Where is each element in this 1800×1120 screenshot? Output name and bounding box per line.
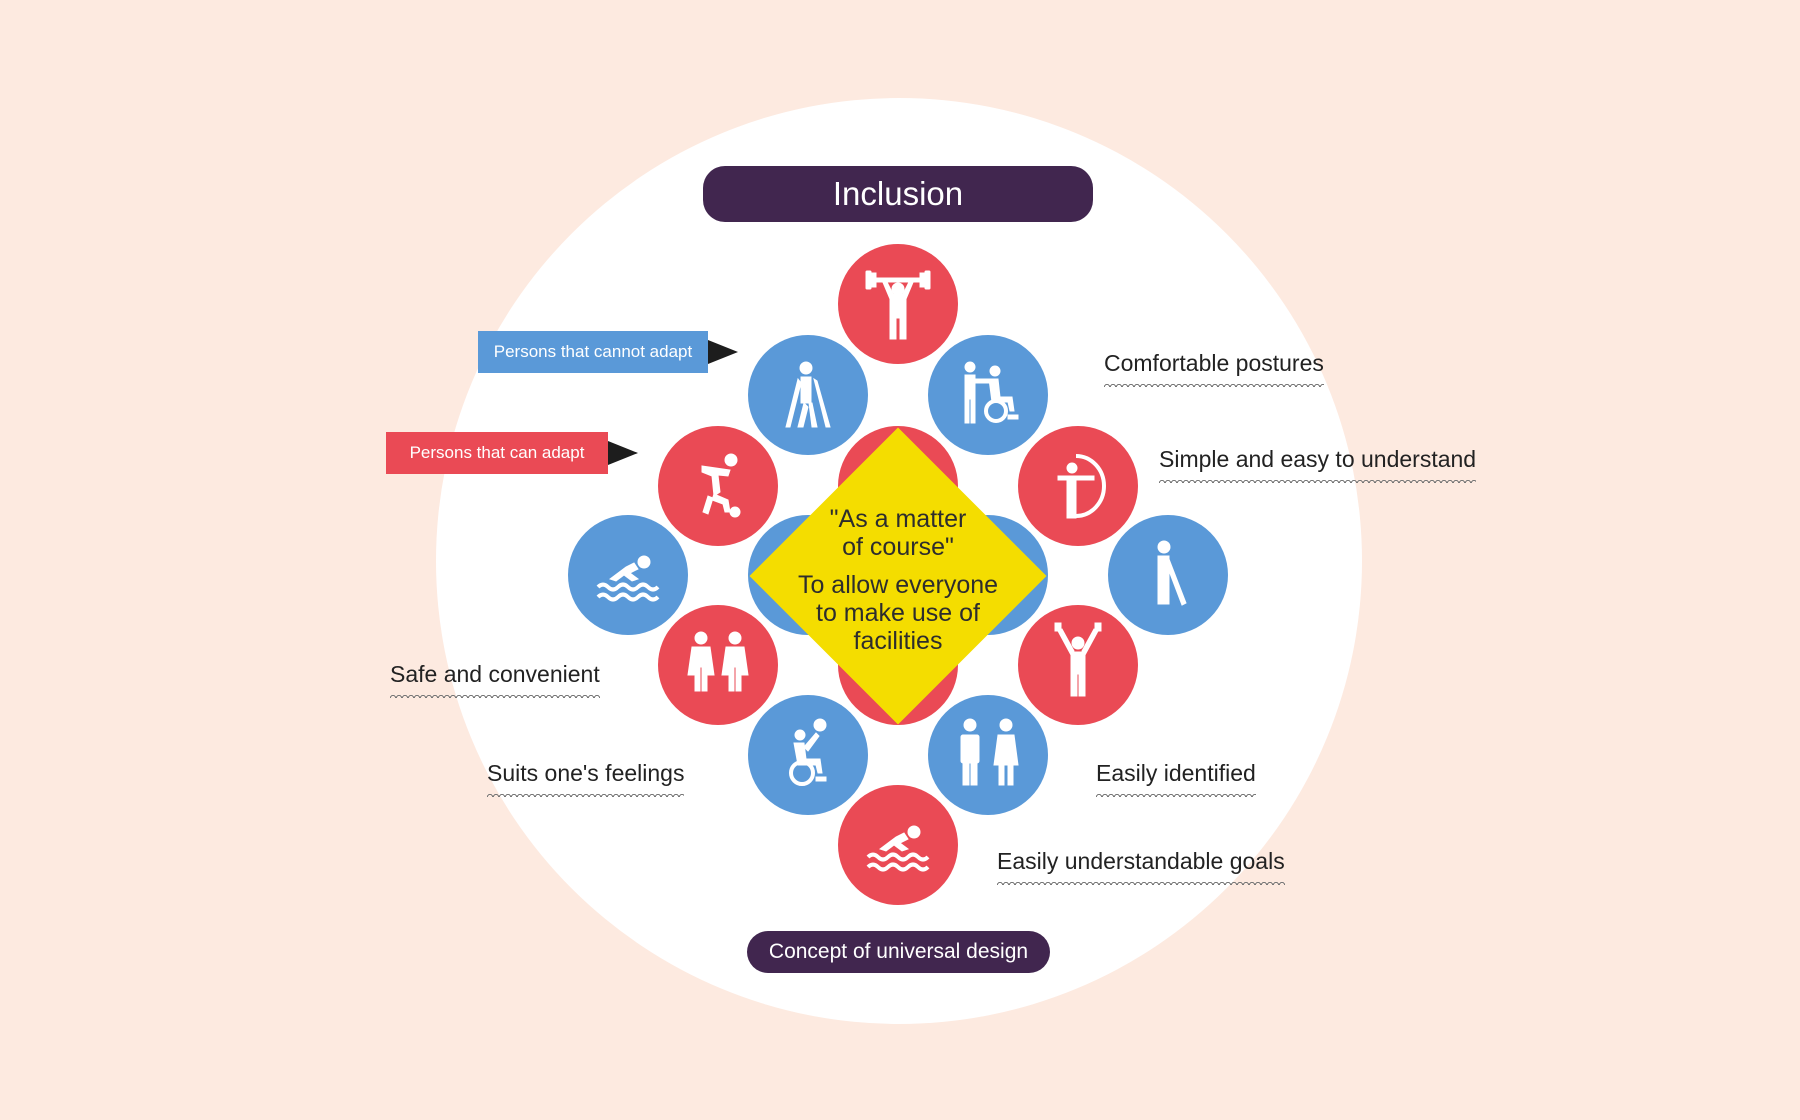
wheelchair-ball-icon xyxy=(748,695,868,815)
label-safe-convenient: Safe and convenient xyxy=(390,661,600,698)
title-pill: Inclusion xyxy=(703,166,1093,222)
archer-icon xyxy=(1018,426,1138,546)
center-line-1: "As a matter xyxy=(829,505,967,533)
center-line-3: To allow everyone xyxy=(797,571,999,599)
center-line-4: to make use of xyxy=(816,599,980,627)
center-line-2: of course" xyxy=(842,533,954,561)
label-easily-understandable-goals: Easily understandable goals xyxy=(997,848,1285,885)
center-statement: "As a matter of course" To allow everyon… xyxy=(748,505,1048,655)
restroom-man-woman-icon xyxy=(928,695,1048,815)
label-comfortable-postures: Comfortable postures xyxy=(1104,350,1324,387)
swimmer-icon xyxy=(568,515,688,635)
legend-can-adapt: Persons that can adapt xyxy=(386,432,608,474)
legend-can-arrow xyxy=(608,441,638,465)
legend-cannot-adapt: Persons that cannot adapt xyxy=(478,331,708,373)
center-line-5: facilities xyxy=(853,627,943,655)
label-suits-feelings: Suits one's feelings xyxy=(487,760,685,797)
crutches-person-icon xyxy=(748,335,868,455)
weightlifter-icon xyxy=(838,244,958,364)
soccer-player-icon xyxy=(658,426,778,546)
restroom-women-icon xyxy=(658,605,778,725)
legend-cannot-arrow xyxy=(708,340,738,364)
footer-pill: Concept of universal design xyxy=(747,931,1050,973)
label-easily-identified: Easily identified xyxy=(1096,760,1256,797)
wheelchair-assist-icon xyxy=(928,335,1048,455)
cheering-person-icon xyxy=(1018,605,1138,725)
swimmer-icon xyxy=(838,785,958,905)
label-simple-easy: Simple and easy to understand xyxy=(1159,446,1477,483)
cane-person-icon xyxy=(1108,515,1228,635)
